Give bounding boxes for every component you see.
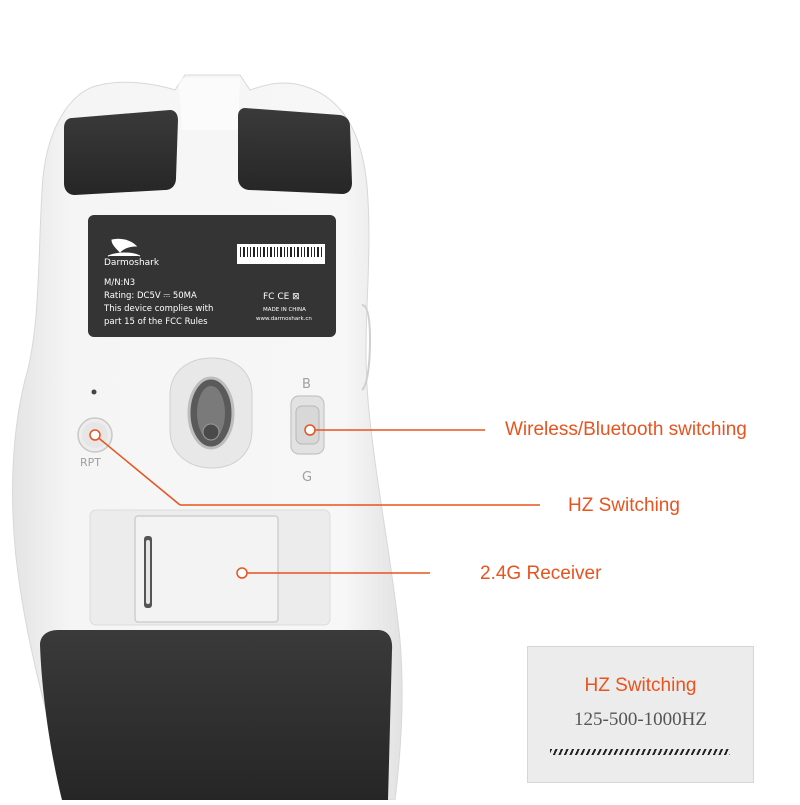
- receiver-cover[interactable]: [134, 515, 279, 623]
- compliance-line1: This device complies with: [104, 304, 214, 314]
- hz-info-stripe: [550, 749, 730, 755]
- led-indicator: [91, 389, 97, 395]
- callout-hz-switching: HZ Switching: [568, 495, 680, 516]
- hz-info-title: HZ Switching: [584, 675, 697, 696]
- callout-line-hz: [94, 434, 181, 506]
- skate-top-left: [64, 110, 178, 195]
- rpt-label: RPT: [80, 456, 101, 469]
- callout-wireless-bluetooth: Wireless/Bluetooth switching: [505, 419, 747, 440]
- shark-logo-icon: [107, 238, 141, 257]
- skate-top-right: [238, 108, 352, 194]
- callout-dot-hz: [89, 429, 101, 441]
- model-number: M/N:N3: [104, 278, 136, 288]
- callout-dot-receiver: [236, 567, 248, 579]
- website-text: www.darmoshark.cn: [256, 316, 312, 322]
- skate-bottom: [40, 630, 393, 800]
- certification-marks: FC CE ⊠: [263, 292, 300, 302]
- hz-info-values: 125-500-1000HZ: [574, 709, 707, 730]
- switch-letter-b: B: [302, 377, 311, 392]
- rating-text: Rating: DC5V ⎓ 50MA: [104, 291, 197, 301]
- brand-name: Darmoshark: [104, 258, 160, 268]
- hz-info-box: HZ Switching 125-500-1000HZ: [527, 646, 754, 783]
- compliance-line2: part 15 of the FCC Rules: [104, 317, 208, 327]
- callout-dot-wireless: [304, 424, 316, 436]
- origin-text: MADE IN CHINA: [263, 307, 306, 313]
- switch-letter-g: G: [302, 470, 313, 485]
- callout-receiver: 2.4G Receiver: [480, 563, 602, 584]
